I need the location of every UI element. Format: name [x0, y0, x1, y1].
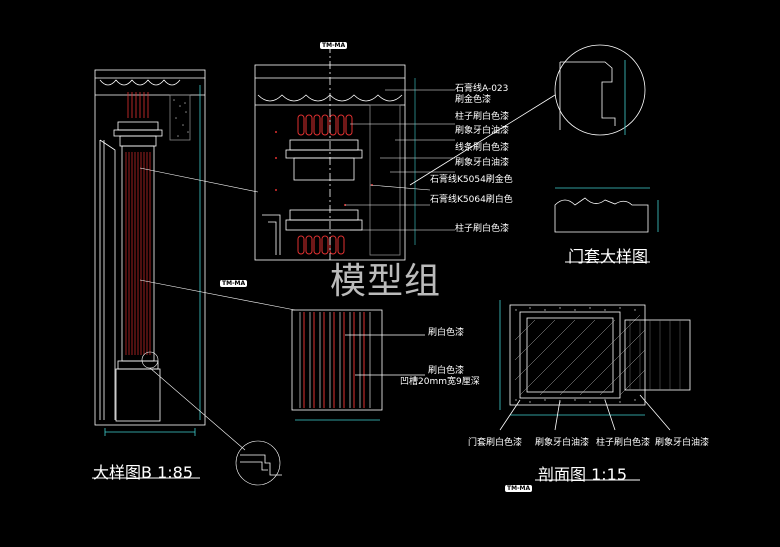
label-line-white: 线条刷白色漆 — [455, 143, 510, 153]
watermark-text: 模型组 — [330, 261, 442, 302]
capital-detail — [254, 45, 406, 261]
label-ivory-oil-2: 刷象牙白油漆 — [455, 158, 510, 168]
label-plaster-gold: 石膏线K5054刷金色 — [430, 175, 513, 185]
molding-circle-detail — [409, 44, 646, 186]
label-ivory-oil: 刷象牙白油漆 — [455, 126, 510, 136]
label-gold-paint: 刷金色漆 — [455, 95, 492, 105]
label-sec-col-white: 柱子刷白色漆 — [596, 438, 651, 448]
label-paint-white-b: 刷白色漆 — [428, 366, 465, 376]
label-sec-ivory: 刷象牙白油漆 — [535, 438, 590, 448]
label-paint-white-a: 刷白色漆 — [428, 328, 465, 338]
label-groove: 凹槽20mm宽9厘深 — [400, 377, 480, 387]
tag-section: TM-MA — [505, 485, 533, 492]
label-plaster-white: 石膏线K5064刷白色 — [430, 195, 513, 205]
elevation-b — [94, 69, 206, 436]
title-door-frame-detail: 门套大样图 — [568, 247, 649, 266]
title-section: 剖面图 1:15 — [538, 465, 628, 484]
label-sec-ivory-2: 刷象牙白油漆 — [655, 438, 710, 448]
tag-top: TM-MA — [320, 42, 348, 49]
stone-texture — [173, 99, 189, 137]
door-frame-profile — [554, 187, 659, 233]
label-plaster-a023: 石膏线A-023 — [455, 84, 509, 94]
tag-mid: TM-MA — [220, 280, 248, 287]
title-elevation-b: 大样图B 1:85 — [93, 463, 193, 482]
label-sec-door-white: 门套刷白色漆 — [468, 438, 523, 448]
label-col-white: 柱子刷白色漆 — [455, 112, 510, 122]
section-view — [499, 300, 691, 431]
label-col-white-2: 柱子刷白色漆 — [455, 224, 510, 234]
flute-detail — [291, 309, 425, 421]
